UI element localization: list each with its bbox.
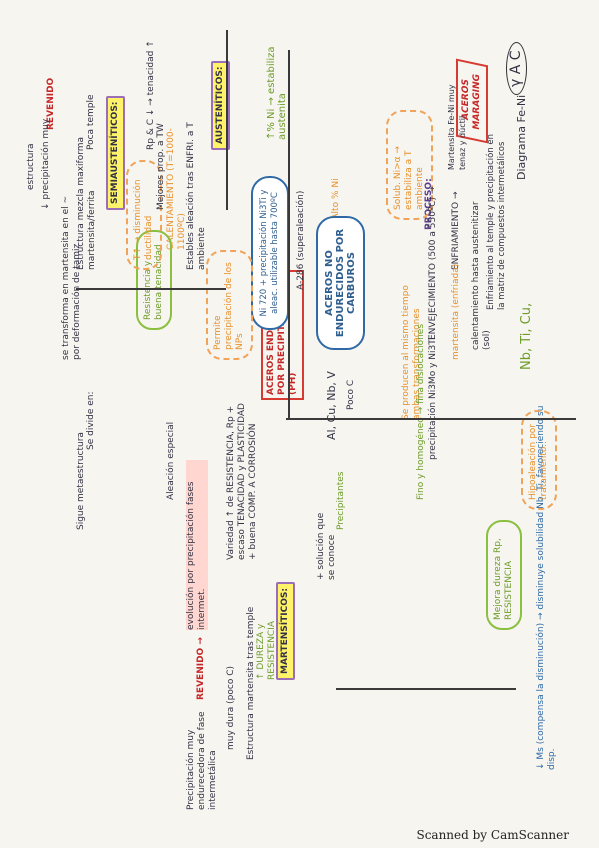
calentamiento: calentamiento hasta austenitizar (sol) [471,201,492,350]
rp-c: Rp & C ↓ → tenacidad ↑ [146,40,156,150]
precip-muy-fina: Precipitación muy endurecedora de fase i… [186,711,218,811]
envejecimiento-step: ENVEJECIMIENTO (500 a 550ºC) → [428,186,438,340]
connector-line [286,418,576,420]
muy-dura: muy dura (poco C) [226,666,236,750]
martensiticos-title: MARTENSÍTICOS: [276,582,295,680]
scanner-watermark: Scanned by CamScanner [416,828,569,842]
aleacion: Aleación especial [166,421,176,500]
transformacion: se transforma en martensita en el ~ por … [61,195,82,360]
hipo-cloud: Hipoaleación por tratamiento.. [521,410,557,510]
variedad: Variedad ↑ de RESISTENCIA, Rp + escaso T… [226,403,258,560]
solub-cloud: Solub. Ni>α → estabiliza a T ambiente [386,110,433,220]
alloy-line: Nb, Ti, Cu, [519,302,534,370]
dureza: ↑ DUREZA y RESISTENCIA [256,620,277,680]
permite-cloud: Permite precipitación de los NPs [206,250,253,360]
diagram-title: Diagrama Fe-Ni [515,94,528,180]
estructura-fino: estructura [26,143,36,190]
ni-line: ↑% Ni → estabiliza austenita [266,46,288,140]
poco-c: Poco C [346,379,356,410]
mejores: Mejores prop. a TW [156,123,166,210]
precipitacion-step: precipitación Ni3Mo y Ni3Ti [428,337,438,460]
semiausteniticos-title: SEMIAUSTENÍTICOS: [106,95,125,210]
estables: Estables aleación tras ENFRI. a T ambien… [186,122,207,270]
divide: Se divide en: [86,391,96,450]
precipitacion-muy: ↓ precipitación muy [41,118,51,210]
connector-line [288,50,290,420]
evolucion: evolución por precipitación fases interm… [186,460,208,630]
martensita-enfriada: martensita (enfriada) [451,263,461,360]
enfriamiento-step: ENFRIAMIENTO → [451,191,461,270]
calentamiento-aus: CALENTAMIENTO (T=1000-1100ºC) [166,128,187,250]
solucion: + solución que se conoce [316,512,337,580]
mind-map: γ A C Diagrama Fe-Ni ↑% Ni → estabiliza … [16,20,586,830]
connector-line [336,688,516,690]
mejora-cloud: Mejora dureza Rp, RESISTENCIA [486,520,522,630]
ac-label: γ A C [506,42,527,95]
a286-cloud: Ni 720 + precipitación Ni3Ti y aleac. ut… [251,176,289,330]
a286: A-286 (superaleación) [296,190,306,290]
connector-line [76,288,226,290]
connector-line [226,30,228,210]
no-endurecidos-cloud: ACEROS NO ENDURECIDOS POR CARBUROS [316,216,365,350]
fino-homogeneo: Fino y homogéneo → fina dislocaciones [416,323,426,500]
elements: Al, Cu, Nb, V [325,371,338,440]
maraging-note: Martensita Fe-Ni muy tenaz y dúctil [447,84,467,170]
